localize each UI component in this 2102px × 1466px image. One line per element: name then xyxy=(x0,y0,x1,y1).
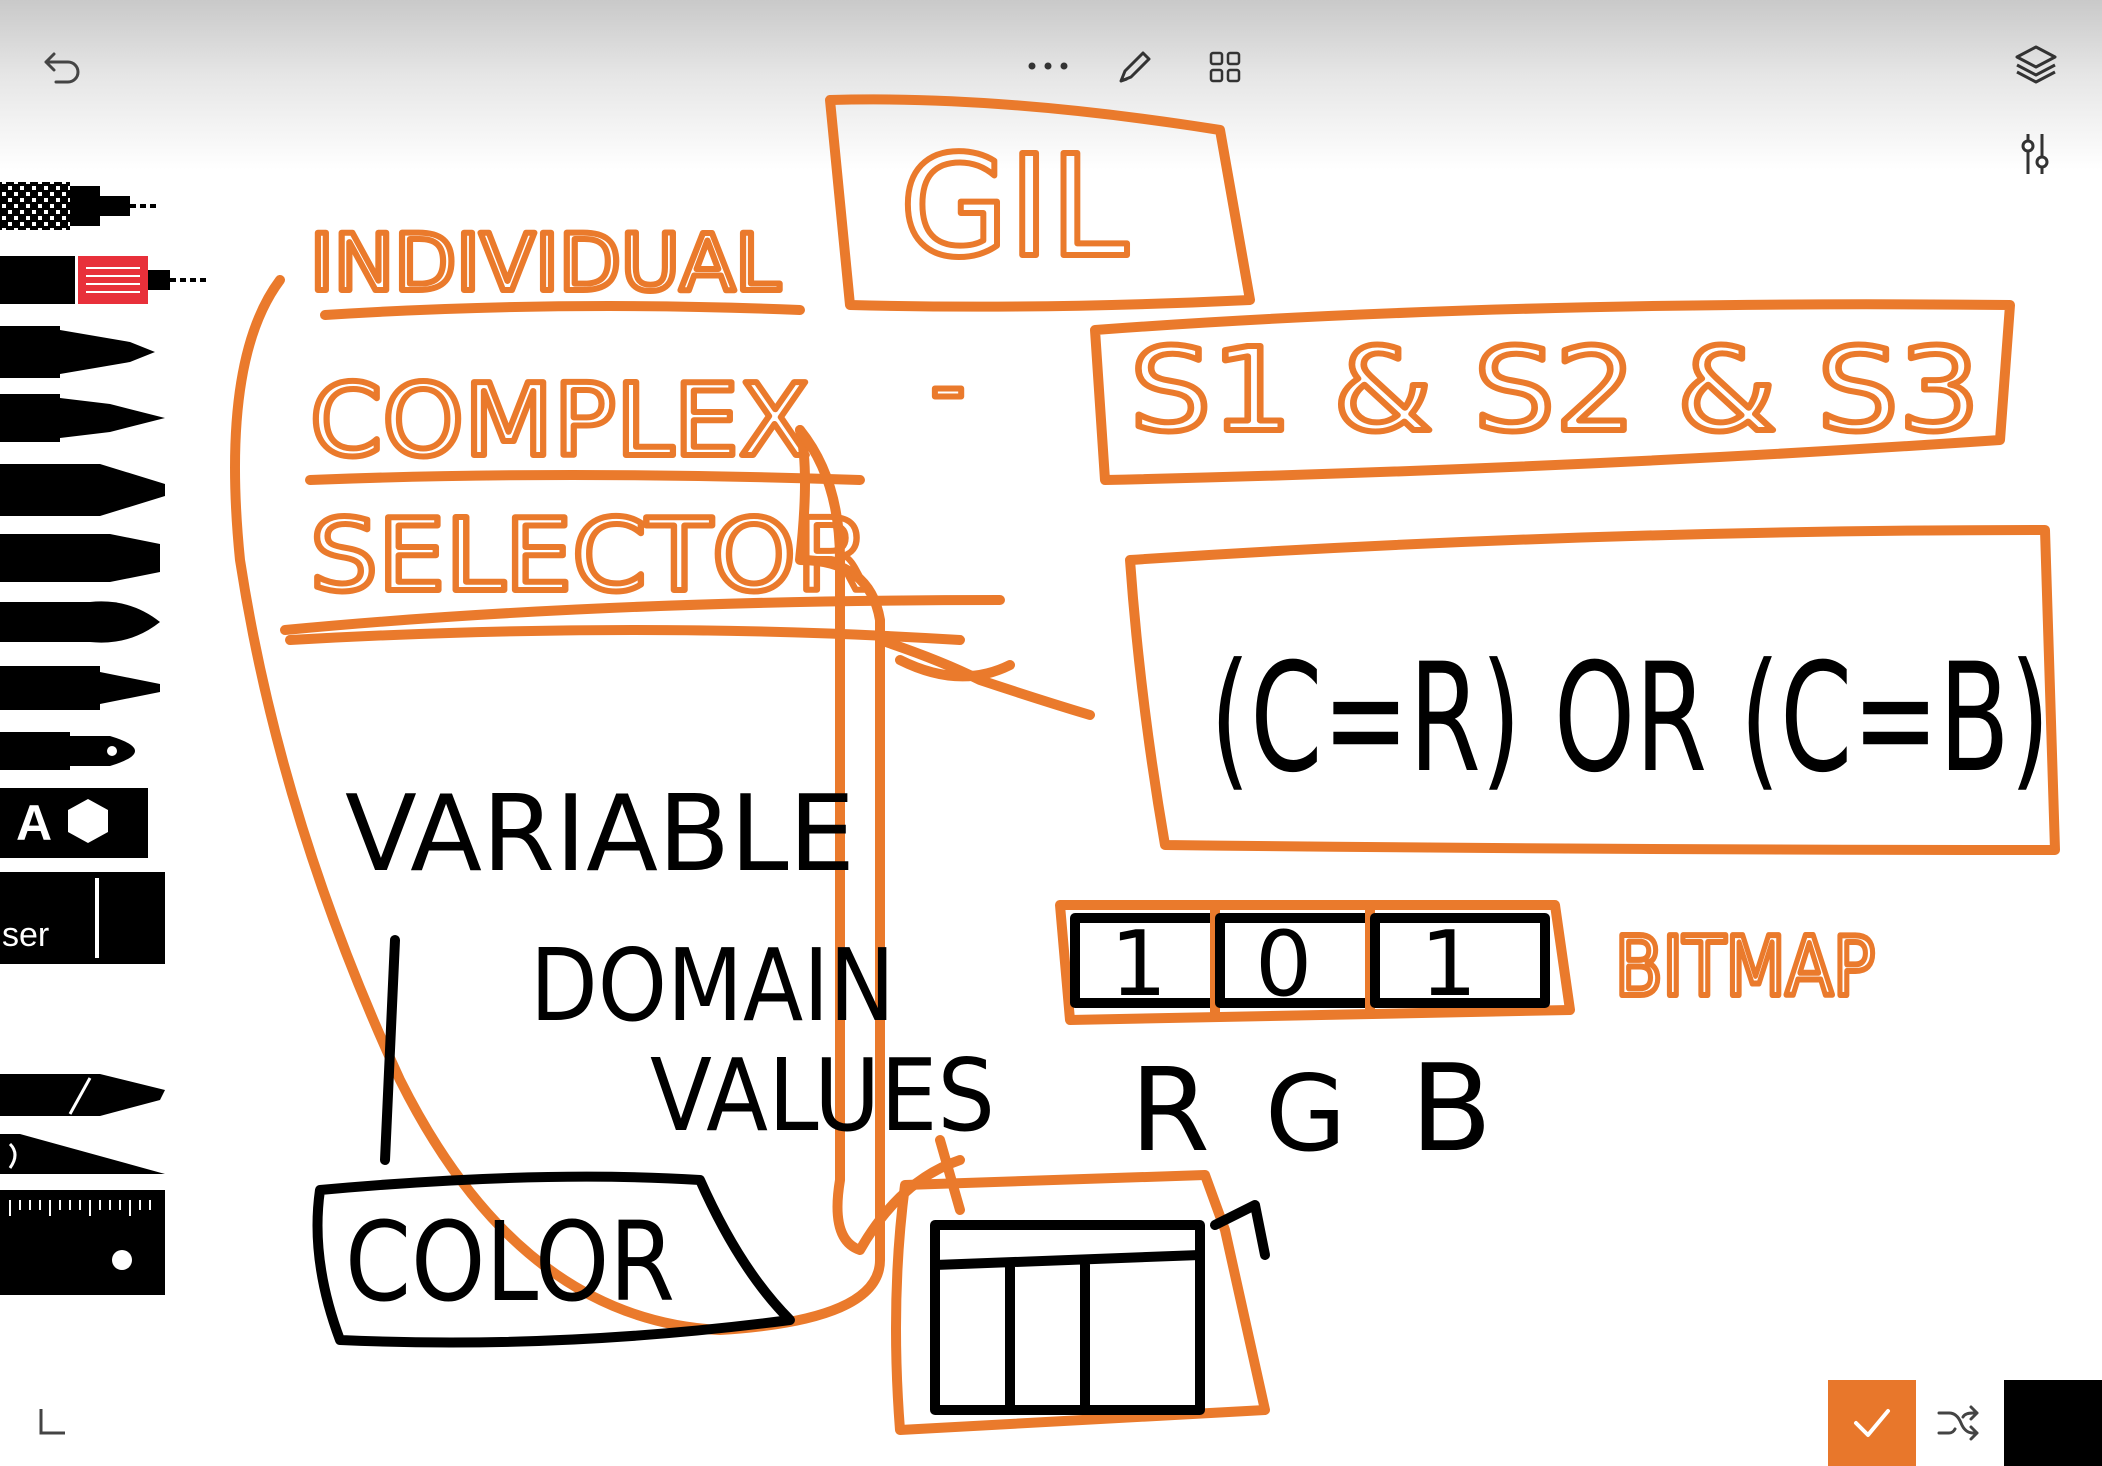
color-swatch[interactable] xyxy=(2004,1380,2102,1466)
brush-fountain-pen[interactable] xyxy=(0,726,165,776)
more-dots-icon[interactable] xyxy=(1020,46,1076,86)
variable-text: VARIABLE xyxy=(345,773,855,895)
brush-calligraphy[interactable] xyxy=(0,1070,165,1120)
crossing-scribble xyxy=(875,635,1095,720)
individual-text: INDIVIDUAL xyxy=(310,219,781,309)
gil-text: GIL xyxy=(900,126,1128,289)
color-text: COLOR xyxy=(345,1198,675,1326)
grid-icon[interactable] xyxy=(1200,42,1250,92)
selector-underline xyxy=(280,595,1005,635)
condition-text: (C=R) OR (C=B) xyxy=(1210,632,2050,806)
table-black-box xyxy=(930,1220,1205,1415)
text-tool-button[interactable]: A xyxy=(0,788,148,858)
bitmap-black-box xyxy=(1070,913,1550,1008)
b-label: B xyxy=(1410,1040,1492,1179)
bit-2: 0 xyxy=(1255,912,1312,1017)
pen-icon[interactable] xyxy=(1110,42,1160,92)
s-expr-text: S1 & S2 & S3 xyxy=(1130,324,1980,458)
brush-pencil-textured[interactable] xyxy=(0,178,165,234)
condition-box xyxy=(1125,525,2060,855)
bit-3: 1 xyxy=(1420,912,1477,1017)
confirm-button[interactable] xyxy=(1828,1380,1916,1466)
bitmap-orange-box xyxy=(1055,900,1575,1025)
brush-fine[interactable] xyxy=(0,660,165,716)
brush-round[interactable] xyxy=(0,594,165,650)
complex-underline-2 xyxy=(305,470,865,485)
table-orange-box xyxy=(891,1170,1270,1435)
corner-bracket-icon[interactable] xyxy=(30,1400,74,1444)
brush-chisel[interactable] xyxy=(0,460,165,520)
values-text: VALUES xyxy=(650,1037,995,1154)
r-label: R xyxy=(1130,1044,1210,1178)
top-toolbar-background xyxy=(0,0,2102,170)
domain-text: DOMAIN xyxy=(530,927,895,1044)
selector-text: SELECTOR xyxy=(310,497,870,614)
brush-technical-pen-selected[interactable] xyxy=(0,252,210,308)
selector-underline-2 xyxy=(285,625,965,645)
ruler-tool[interactable] xyxy=(0,1190,165,1295)
brush-bullet[interactable] xyxy=(0,530,165,586)
gil-box xyxy=(825,94,1255,312)
checkmark-icon xyxy=(1854,1409,1890,1437)
undo-icon[interactable] xyxy=(38,42,86,90)
brush-panel: A ser xyxy=(0,170,208,1320)
sliders-icon[interactable] xyxy=(2010,126,2060,182)
bitmap-label: BITMAP xyxy=(1615,920,1875,1015)
eraser-tool[interactable]: ser xyxy=(0,872,165,964)
brush-felt-pen[interactable] xyxy=(0,390,165,446)
domain-line xyxy=(380,935,400,1165)
layers-icon[interactable] xyxy=(2008,36,2064,92)
s-expr-box xyxy=(1090,299,2015,485)
eraser-label: ser xyxy=(2,916,50,954)
g-label: G xyxy=(1265,1053,1346,1175)
brush-marker[interactable] xyxy=(0,322,165,382)
text-tool-label: A xyxy=(16,795,53,851)
brush-wedge[interactable] xyxy=(0,1130,165,1180)
color-box xyxy=(312,1171,795,1348)
bit-1: 1 xyxy=(1110,912,1167,1017)
dash-text: - xyxy=(930,327,966,444)
complex-underline-1 xyxy=(320,301,805,320)
shuffle-icon[interactable] xyxy=(1930,1395,1986,1451)
complex-text: COMPLEX xyxy=(310,362,810,479)
hexagon-icon xyxy=(66,797,110,850)
